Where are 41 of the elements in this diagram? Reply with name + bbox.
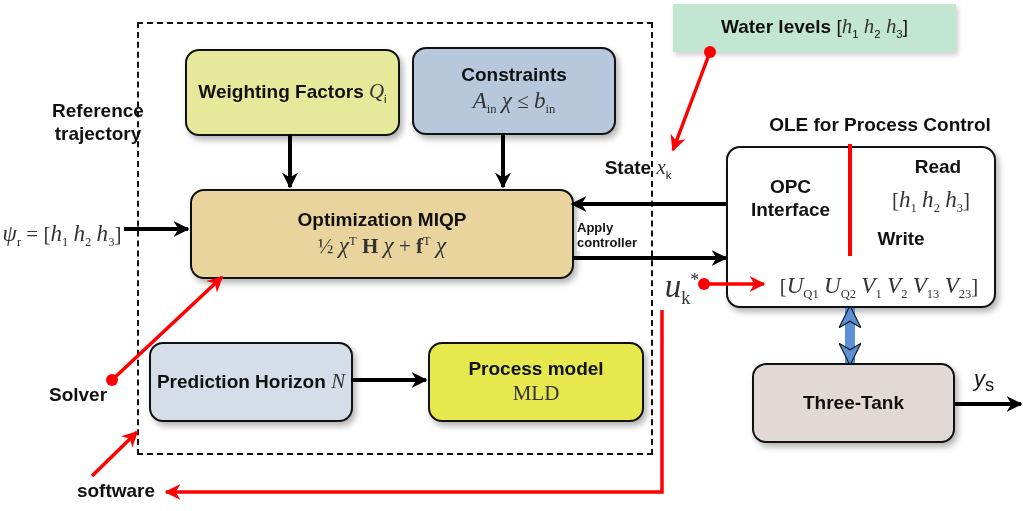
box-title: Optimization MIQP bbox=[297, 208, 467, 232]
formula: ½ χ$^{T}$ H χ + f$^{T}$ χ bbox=[317, 231, 447, 260]
three-tank-box bbox=[752, 363, 955, 443]
input-label: Reference trajectory bbox=[51, 100, 145, 146]
leader-arrow bbox=[698, 276, 766, 292]
state-label: State x$_{k}$ bbox=[588, 150, 688, 184]
constraints-box bbox=[412, 47, 616, 135]
solver-label: Solver bbox=[38, 380, 118, 410]
formula: MLD bbox=[512, 380, 560, 406]
prediction-horizon-box bbox=[149, 342, 353, 422]
box-title: Prediction Horizon N bbox=[156, 369, 346, 395]
read-label: Read bbox=[913, 156, 963, 179]
process-model-box bbox=[428, 342, 644, 422]
leader-arrow bbox=[106, 275, 224, 386]
double-arrow bbox=[838, 305, 862, 366]
banner-text: Water levels [h$_{1}$ h$_{2}$ h$_{3}$] bbox=[721, 14, 908, 42]
arrow bbox=[351, 372, 428, 388]
arrow bbox=[282, 134, 298, 189]
leader-arrow bbox=[90, 430, 139, 478]
box-title: Constraints bbox=[461, 64, 567, 88]
arrow bbox=[572, 250, 728, 266]
write-vector: [U$_{Q1}$ U$_{Q2}$ V$_{1}$ V$_{2}$ V$_{13}$ V$_{23}$] bbox=[766, 264, 992, 306]
formula: A$_{in}$ χ ≤ b$_{in}$ bbox=[472, 87, 556, 118]
box-title: Weighting Factors Q$_{i}$ bbox=[198, 78, 387, 107]
arrow bbox=[124, 221, 190, 237]
read-vector: [h$_{1}$ h$_{2}$ h$_{3}$] bbox=[891, 186, 971, 217]
reference-vector: ψ$_{r}$ = [h$_{1}$ h$_{2}$ h$_{3}$] bbox=[1, 220, 123, 251]
software-label: software bbox=[66, 476, 166, 506]
arrow bbox=[955, 396, 1023, 412]
arrow bbox=[570, 196, 726, 212]
leader-arrow bbox=[164, 310, 664, 500]
weighting-factors-box bbox=[185, 49, 400, 136]
box-title: Process model bbox=[468, 358, 604, 381]
arrow bbox=[495, 133, 511, 189]
box-heading: OLE for Process Control bbox=[768, 114, 992, 137]
leader-arrow bbox=[670, 46, 716, 152]
box-title: Three-Tank bbox=[803, 391, 904, 415]
water-levels-banner bbox=[673, 4, 956, 52]
write-label: Write bbox=[876, 228, 926, 251]
optimization-box bbox=[190, 189, 574, 279]
box-title: OPC Interface bbox=[749, 176, 832, 222]
